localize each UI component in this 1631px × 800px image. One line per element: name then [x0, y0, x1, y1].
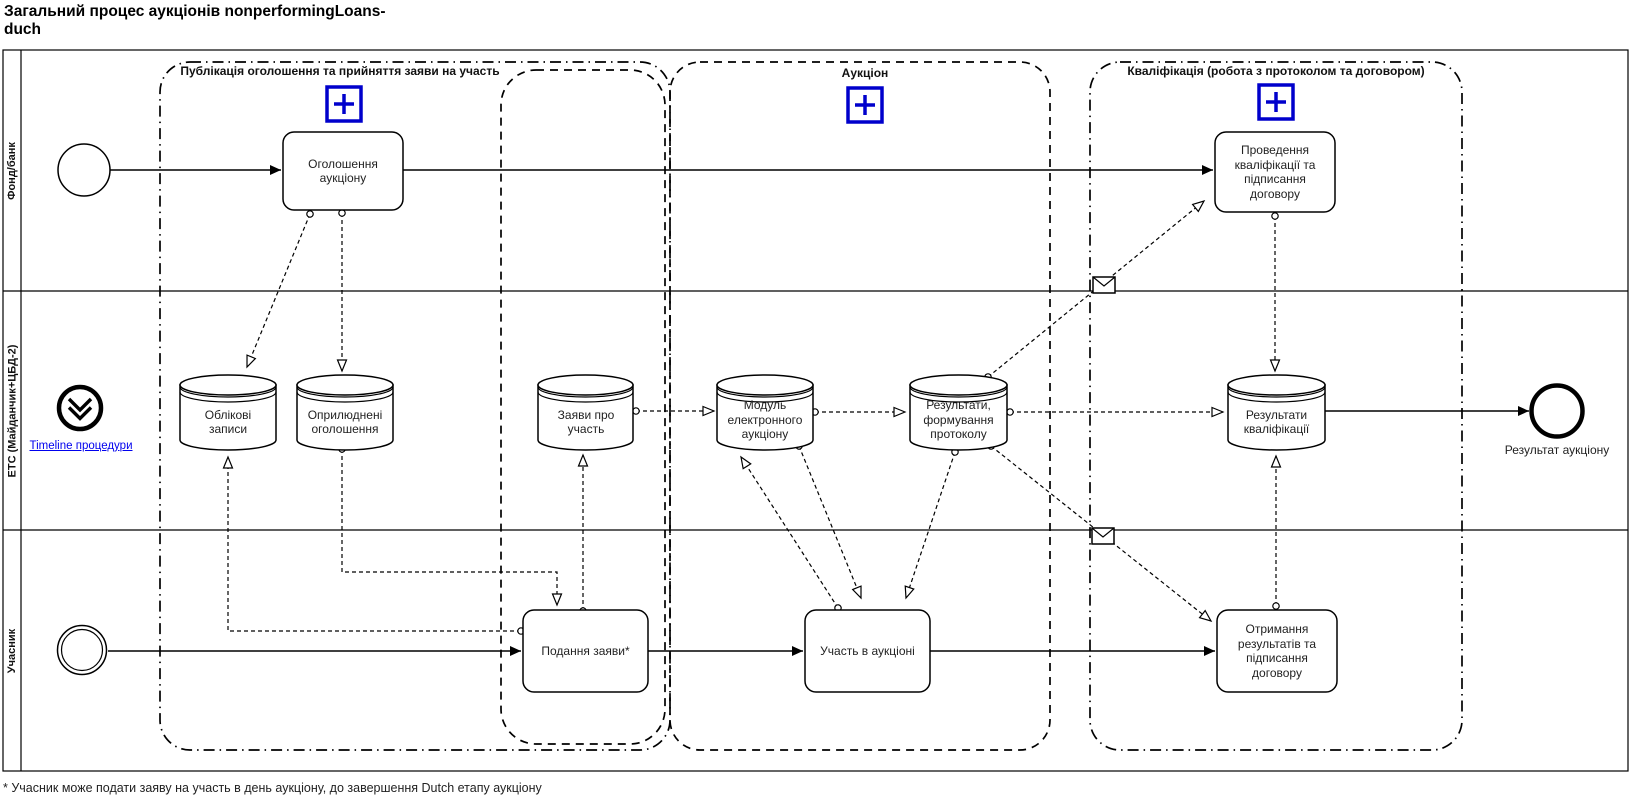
page-title: Загальний процес аукціонів nonperforming… [4, 3, 386, 38]
task-receiving-results [1216, 609, 1338, 693]
assoc-participation-to-module [741, 457, 838, 608]
end-event-auction-result [1529, 383, 1585, 439]
datastore-participation-requests [537, 374, 634, 451]
lane-label-ets-text: ЕТС (Майданчик+ЦБД-2) [6, 344, 19, 477]
end-event-label: Результат аукціону [1504, 443, 1610, 457]
datastore-results-protocol [909, 374, 1008, 451]
datastore-participation-requests-label: Заяви про участь [557, 407, 615, 437]
task-qualification-label: Проведення кваліфікації та підписання до… [1234, 143, 1316, 201]
message-envelope-icon-top [1092, 276, 1116, 294]
datastore-accounts-label: Облікові записи [204, 407, 252, 437]
task-participation [804, 609, 931, 693]
assoc-results-to-participation [906, 452, 955, 598]
task-announcement [282, 131, 404, 211]
footnote: * Учасник може подати заяву на участь в … [3, 781, 542, 795]
datastore-published-announcements [296, 374, 394, 451]
datastore-auction-module-label: Модуль електронного аукціону [727, 398, 803, 442]
task-announcement-label: Оголошення аукціону [308, 156, 378, 186]
assoc-results-to-qualification-task [988, 201, 1204, 377]
start-event-participant [56, 624, 108, 676]
assoc-application-to-accounts [228, 457, 521, 631]
expand-subprocess-icon-auction[interactable] [846, 86, 884, 124]
lane-label-participant-text: Учасник [6, 628, 19, 673]
message-envelope-icon-bottom [1091, 527, 1115, 545]
start-event-fund [57, 143, 111, 197]
datastore-qualification-results-label: Результати кваліфікації [1243, 407, 1310, 437]
group-label-auction: Аукціон [841, 66, 889, 80]
task-qualification [1214, 131, 1336, 213]
lane-label-participant: Учасник [3, 530, 21, 771]
assoc-module-to-participation [799, 446, 861, 598]
expand-subprocess-icon-publication[interactable] [325, 85, 363, 123]
datastore-results-protocol-label: Результати, формування протоколу [923, 398, 994, 442]
timeline-procedures-link[interactable]: Timeline процедури [29, 440, 133, 452]
task-receiving-results-label: Отримання результатів та підписання дого… [1237, 622, 1317, 680]
task-participation-label: Участь в аукціоні [820, 643, 915, 658]
task-application [522, 609, 649, 693]
lane-label-fund-bank: Фонд/банк [3, 50, 21, 291]
expand-subprocess-icon-qualification[interactable] [1257, 83, 1295, 121]
lane-label-fund-bank-text: Фонд/банк [6, 141, 19, 200]
group-label-publication: Публікація оголошення та прийняття заяви… [180, 64, 500, 78]
lane-label-ets: ЕТС (Майданчик+ЦБД-2) [3, 291, 21, 530]
datastore-published-announcements-label: Оприлюднені оголошення [307, 407, 383, 437]
assoc-published-to-application [342, 449, 557, 605]
group-label-qualification: Кваліфікація (робота з протоколом та дог… [1127, 64, 1425, 78]
datastore-qualification-results [1227, 374, 1326, 451]
datastore-auction-module [716, 374, 814, 451]
datastore-accounts [179, 374, 277, 451]
task-application-label: Подання заяви* [541, 643, 630, 658]
timeline-link-event-icon [56, 384, 104, 432]
